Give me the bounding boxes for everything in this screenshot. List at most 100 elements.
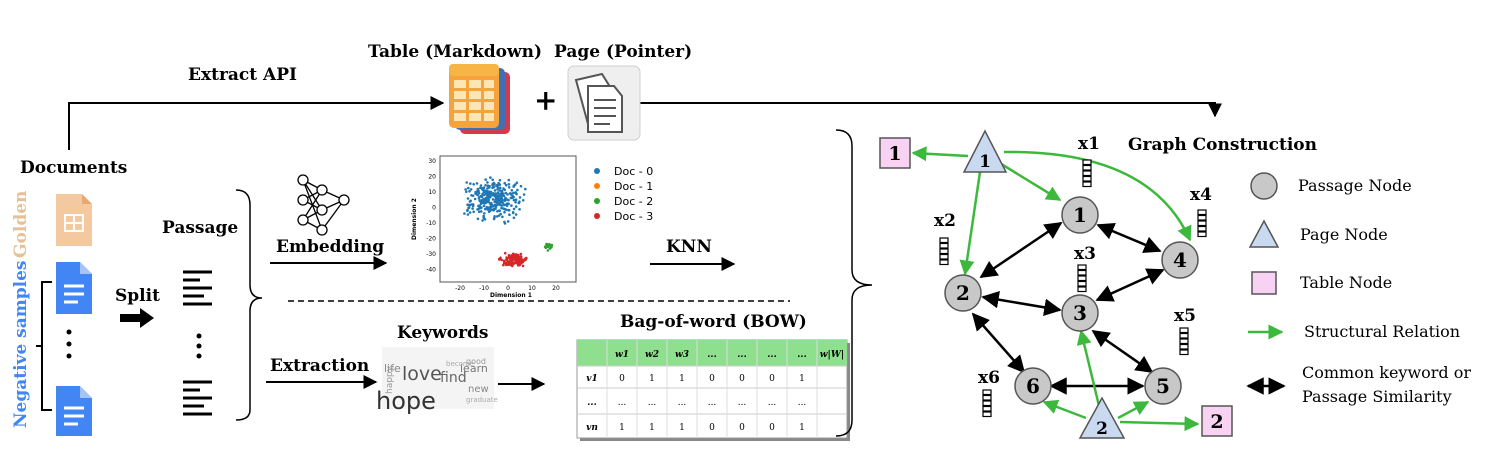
scatter-point bbox=[507, 208, 511, 212]
bow-cell: 1 bbox=[679, 374, 685, 384]
bow-cell: 0 bbox=[709, 423, 715, 433]
feature-bar-cell bbox=[1197, 209, 1207, 216]
wordcloud-word: love bbox=[402, 363, 442, 385]
legend-similarity-label-2: Passage Similarity bbox=[1302, 387, 1452, 406]
scatter-point bbox=[493, 189, 497, 192]
scatter-point bbox=[511, 211, 515, 215]
scatter-point bbox=[496, 187, 499, 191]
wordcloud-word: life bbox=[384, 362, 401, 375]
scatter-point bbox=[468, 211, 472, 214]
bow-header-cell: ... bbox=[797, 350, 806, 360]
scatter-point bbox=[465, 190, 468, 194]
scatter-point bbox=[466, 197, 470, 200]
scatter-point bbox=[518, 208, 521, 211]
bow-cell: 0 bbox=[739, 374, 745, 384]
scatter-point bbox=[467, 206, 470, 209]
feature-label-3: x3 bbox=[1074, 244, 1096, 264]
extract-api-label: Extract API bbox=[188, 65, 297, 85]
scatter-point bbox=[486, 187, 489, 190]
negative-bracket bbox=[36, 281, 52, 411]
scatter-point bbox=[520, 258, 524, 261]
edge-page1-passage2 bbox=[959, 171, 982, 276]
feature-bar-cell bbox=[1077, 280, 1087, 287]
scatter-point bbox=[475, 193, 479, 196]
bow-row-label: v1 bbox=[586, 374, 598, 384]
bow-cell: 1 bbox=[799, 374, 805, 384]
scatter-point bbox=[483, 193, 486, 197]
similarity-edges bbox=[971, 221, 1165, 395]
bow-cell: ... bbox=[708, 398, 717, 408]
scatter-point bbox=[476, 217, 480, 221]
table-markdown-icon bbox=[449, 64, 510, 134]
scatter-point bbox=[487, 198, 491, 202]
feature-bar-cell bbox=[982, 411, 992, 418]
page-node-1-label: 1 bbox=[979, 152, 991, 172]
feature-bar-cell bbox=[1082, 170, 1092, 177]
bow-header-cell: w3 bbox=[675, 350, 689, 360]
wordcloud-word: happy bbox=[385, 365, 395, 394]
feature-label-6: x6 bbox=[978, 368, 1000, 388]
feature-bar-cell bbox=[1197, 214, 1207, 221]
scatter-point bbox=[466, 203, 469, 206]
scatter-point bbox=[515, 254, 519, 258]
bow-cell: 0 bbox=[619, 374, 625, 384]
feature-bar-cell bbox=[939, 237, 949, 244]
scatter-point bbox=[475, 182, 479, 185]
bow-cell: ... bbox=[768, 398, 777, 408]
page-pointer-icon bbox=[567, 65, 641, 141]
bow-header-cell: w|W| bbox=[820, 350, 844, 360]
passage-brace bbox=[235, 189, 263, 421]
scatter-point bbox=[522, 193, 526, 196]
scatter-point bbox=[492, 217, 496, 221]
scatter-point bbox=[517, 201, 521, 205]
scatter-point bbox=[518, 255, 522, 258]
scatter-point bbox=[484, 178, 488, 181]
passage-dots bbox=[196, 333, 202, 359]
scatter-point bbox=[546, 249, 550, 252]
scatter-point bbox=[468, 200, 472, 203]
edge-page2-passage3 bbox=[1076, 329, 1102, 411]
scatter-xtick: -20 bbox=[455, 285, 465, 292]
scatter-point bbox=[499, 212, 503, 216]
feature-bar-cell bbox=[1077, 269, 1087, 276]
scatter-point bbox=[477, 197, 481, 200]
table-node-1-label: 1 bbox=[888, 143, 901, 165]
scatter-point bbox=[485, 200, 489, 204]
scatter-ytick: -10 bbox=[426, 220, 436, 227]
scatter-point bbox=[467, 186, 470, 190]
edge-2-6 bbox=[971, 312, 1026, 374]
passage-node-5-label: 5 bbox=[1156, 374, 1170, 398]
edge-1-4 bbox=[1096, 223, 1162, 253]
scatter-point bbox=[463, 212, 466, 215]
scatter-point bbox=[480, 194, 484, 198]
scatter-point bbox=[501, 215, 504, 219]
feature-bar-cell bbox=[1082, 175, 1092, 182]
scatter-point bbox=[515, 181, 519, 184]
bow-cell: ... bbox=[738, 398, 747, 408]
wordcloud-main-word: hope bbox=[376, 387, 436, 415]
scatter-point bbox=[504, 263, 508, 267]
scatter-point bbox=[484, 207, 487, 211]
edge-3-5 bbox=[1091, 329, 1154, 374]
scatter-point bbox=[494, 204, 497, 208]
feature-bar-cell bbox=[982, 394, 992, 401]
scatter-point bbox=[479, 184, 483, 187]
wordcloud-word: graduate bbox=[466, 396, 498, 404]
bow-cell: 0 bbox=[769, 423, 775, 433]
scatter-point bbox=[548, 247, 552, 250]
feature-bar-cell bbox=[939, 259, 949, 266]
scatter-point bbox=[482, 204, 486, 208]
scatter-point bbox=[514, 256, 517, 260]
legend-page-label: Page Node bbox=[1300, 225, 1388, 244]
scatter-point bbox=[506, 260, 510, 263]
feature-bar-cell bbox=[982, 405, 992, 412]
scatter-point bbox=[514, 213, 518, 216]
scatter-point bbox=[491, 193, 495, 197]
scatter-point bbox=[489, 176, 492, 179]
feature-bar-cell bbox=[982, 400, 992, 407]
scatter-point bbox=[521, 199, 525, 202]
scatter-xtick: -10 bbox=[479, 285, 489, 292]
scatter-point bbox=[514, 200, 517, 204]
